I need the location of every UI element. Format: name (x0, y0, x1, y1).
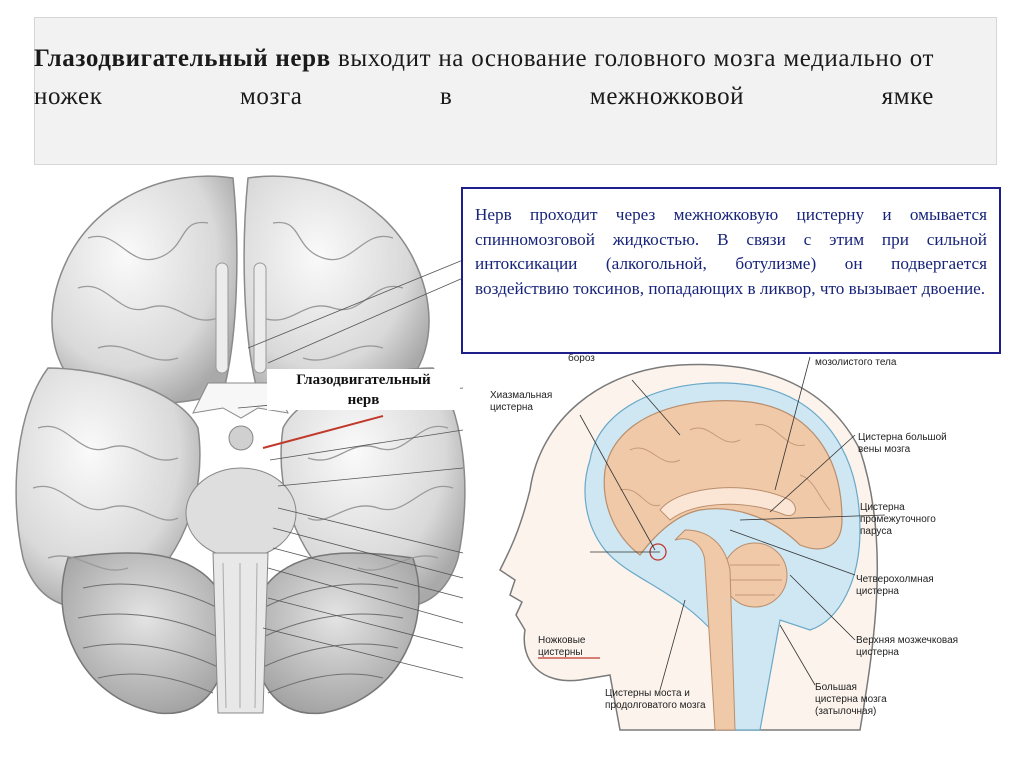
label-sup-cerebellar-1: Верхняя мозжечковая (856, 635, 958, 646)
label-magna-2: цистерна мозга (815, 694, 887, 705)
nerve-label-line-1: Глазодвигательный (296, 372, 431, 388)
title-banner (34, 17, 997, 165)
label-chiasm-2: цистерна (490, 402, 533, 413)
label-pons-2: продолговатого мозга (605, 700, 706, 711)
label-chiasm-1: Хиазмальная (490, 390, 552, 401)
label-peduncular-2: цистерны (538, 647, 583, 658)
brainstem (674, 529, 736, 731)
info-box-text: Нерв проходит через межножковую цистерну… (475, 205, 987, 298)
oculomotor-nerve-label: Глазодвигательный нерв (267, 369, 460, 410)
brain-base-illustration (15, 175, 466, 715)
label-velum-1: Цистерна (860, 502, 905, 513)
label-velum-2: промежуточного (860, 514, 936, 525)
cisterns-sagittal-illustration: бороз Хиазмальная цистерна мозолистого т… (490, 352, 958, 731)
title-bold: Глазодвигательный нерв (34, 45, 331, 72)
title-rest: выходит на основание головного мозга мед… (34, 45, 934, 110)
label-peduncular-1: Ножковые (538, 635, 586, 646)
label-great-vein-1: Цистерна большой (858, 431, 947, 443)
label-quadrigeminal-2: цистерна (856, 586, 899, 597)
label-sup-cerebellar-2: цистерна (856, 647, 899, 658)
label-quadrigeminal-1: Четверохолмная (856, 574, 934, 585)
nerve-label-line-2: нерв (347, 392, 380, 408)
label-callosum-2: мозолистого тела (815, 357, 897, 368)
oculomotor-pointer (262, 415, 384, 449)
cerebellum (722, 542, 788, 608)
pons (185, 467, 297, 559)
label-magna-3: (затылочная) (815, 706, 876, 717)
slide-title: Глазодвигательный нерв выходит на основа… (34, 40, 934, 116)
corpus-callosum (659, 487, 796, 521)
label-magna-1: Большая (815, 682, 857, 693)
label-velum-3: паруса (860, 526, 892, 537)
info-box: Нерв проходит через межножковую цистерну… (461, 187, 1001, 354)
cerebrum (603, 400, 843, 556)
label-pons-1: Цистерны моста и (605, 688, 690, 699)
label-furrow: бороз (568, 352, 595, 364)
label-great-vein-2: вены мозга (858, 444, 911, 455)
